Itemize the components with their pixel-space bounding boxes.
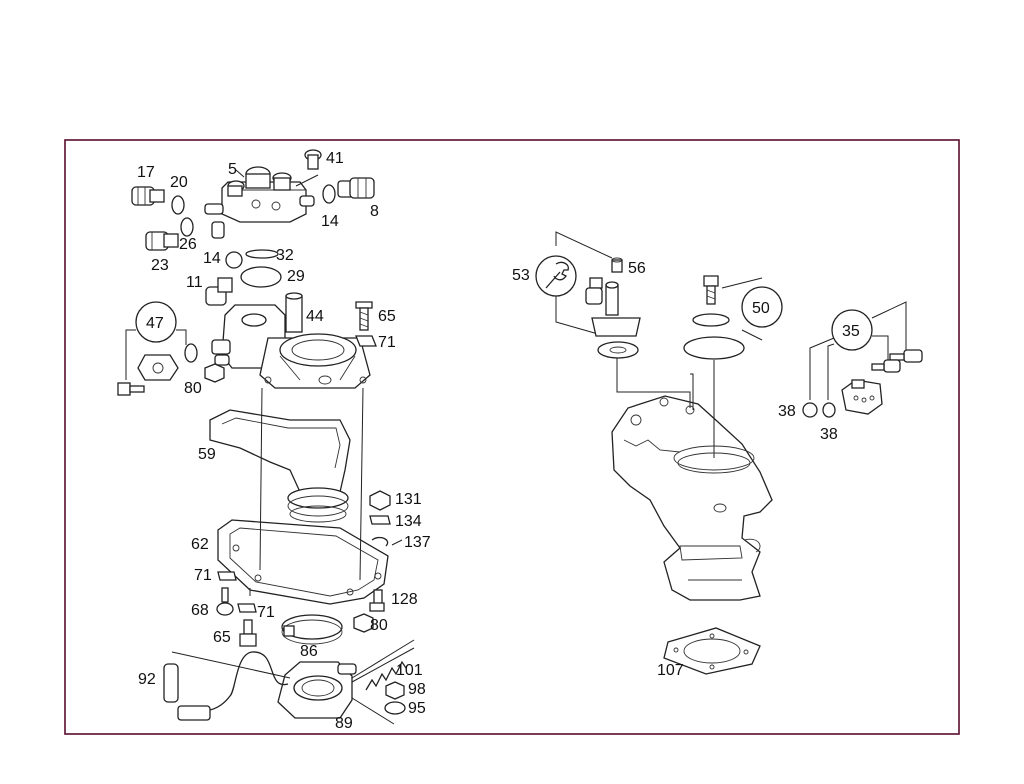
part-56-screw (611, 257, 623, 273)
label-32: 32 (276, 247, 294, 264)
label-80-upper: 80 (184, 380, 202, 397)
label-95: 95 (408, 700, 426, 717)
part-5-fuel-distributor (204, 166, 319, 239)
part-65-bolt-lower (239, 619, 257, 647)
part-14-washer-upper (322, 184, 336, 204)
label-14-upper: 14 (321, 213, 339, 230)
label-134: 134 (395, 513, 422, 530)
part-71-clip-lower (237, 603, 257, 613)
label-71-mid: 71 (194, 567, 212, 584)
part-35-switch-block (841, 379, 883, 415)
part-137-clip (371, 536, 389, 547)
part-29-o-ring (240, 266, 282, 288)
part-8-fitting (337, 177, 375, 199)
label-137: 137 (404, 534, 431, 551)
label-92: 92 (138, 671, 156, 688)
part-38-washer-a (802, 402, 818, 418)
label-11: 11 (186, 274, 203, 291)
callout-50-circle (741, 286, 783, 328)
label-5: 5 (228, 161, 237, 178)
label-65-lower: 65 (213, 629, 231, 646)
part-68-bolt (216, 587, 234, 616)
label-20: 20 (170, 174, 188, 191)
part-59-intake-housing (209, 409, 351, 523)
part-53-tool-callout (555, 231, 613, 335)
label-29: 29 (287, 268, 305, 285)
diagram-frame (64, 139, 960, 735)
label-38-b: 38 (820, 426, 838, 443)
part-89-throttle-body (277, 661, 357, 719)
part-17-fitting (131, 186, 165, 206)
label-107: 107 (657, 662, 684, 679)
part-20-washer (171, 195, 185, 215)
part-128-bolt (369, 589, 385, 612)
part-71-clip-mid (217, 571, 237, 581)
part-14-washer-lower (225, 251, 243, 269)
callout-35-circle (831, 309, 873, 351)
label-86: 86 (300, 643, 318, 660)
label-35: 35 (842, 323, 860, 340)
label-38-a: 38 (778, 403, 796, 420)
part-50-disc-set (683, 275, 763, 360)
label-8: 8 (370, 203, 379, 220)
part-26-washer (180, 217, 194, 237)
label-17: 17 (137, 164, 155, 181)
label-47: 47 (146, 315, 164, 332)
part-101-spring (351, 639, 415, 691)
part-95-washer (384, 701, 406, 715)
label-98: 98 (408, 681, 426, 698)
label-101: 101 (396, 662, 423, 679)
label-26: 26 (179, 236, 197, 253)
callout-47-circle (135, 301, 177, 343)
label-44: 44 (306, 308, 324, 325)
part-107-gasket (663, 627, 761, 675)
label-131: 131 (395, 491, 422, 508)
part-65-bolt-upper (355, 301, 373, 331)
label-71-upper: 71 (378, 334, 396, 351)
label-128: 128 (391, 591, 418, 608)
part-38-washer-b (822, 402, 836, 418)
part-131-nut (369, 490, 391, 511)
part-47-bracket (117, 329, 198, 396)
wrench-icon (535, 255, 577, 297)
part-134-washer (369, 515, 391, 525)
label-41: 41 (326, 150, 344, 167)
label-59: 59 (198, 446, 216, 463)
label-65-upper: 65 (378, 308, 396, 325)
part-80-nut-upper (204, 363, 225, 383)
part-35-switch-callout (809, 301, 907, 400)
label-89: 89 (335, 715, 353, 732)
part-86-clamp (281, 614, 343, 645)
label-68: 68 (191, 602, 209, 619)
part-auxiliary-valve (585, 277, 641, 359)
label-23: 23 (151, 257, 169, 274)
part-80-nut-lower (353, 613, 374, 633)
part-92-sensor-cable (163, 651, 291, 721)
part-23-fitting (145, 231, 179, 251)
part-11-fitting (205, 277, 233, 306)
part-62-base-gasket (217, 519, 389, 605)
part-44-mixture-regulator (211, 292, 371, 389)
label-80-lower: 80 (370, 617, 388, 634)
part-throttle-housing (611, 395, 773, 601)
label-50: 50 (752, 300, 770, 317)
part-98-nut (385, 681, 405, 700)
label-62: 62 (191, 536, 209, 553)
label-71-lower: 71 (257, 604, 275, 621)
part-41-screw (304, 149, 322, 170)
part-35-screws (871, 349, 923, 373)
label-14-lower: 14 (203, 250, 221, 267)
part-71-clip-upper (355, 335, 377, 347)
label-56: 56 (628, 260, 646, 277)
label-53: 53 (512, 267, 530, 284)
part-32-seal (245, 249, 279, 259)
